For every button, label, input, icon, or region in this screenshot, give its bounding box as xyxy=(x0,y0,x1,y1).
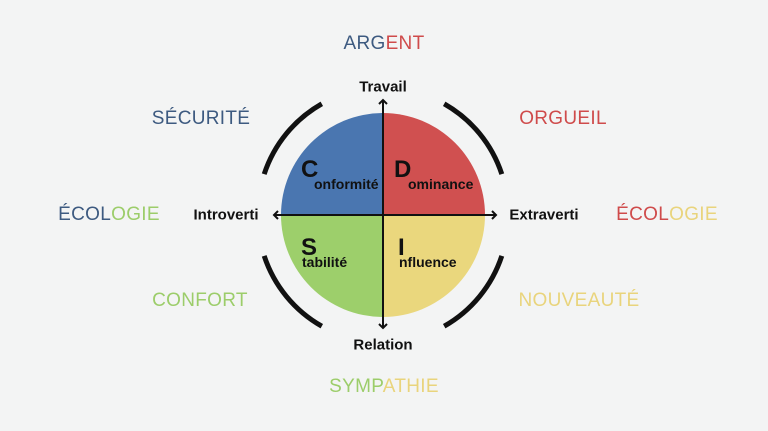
motivation-ecologie-right-part-1: ÉCOL xyxy=(616,204,670,225)
axis-label-travail: Travail xyxy=(359,78,407,96)
motivation-argent-part-2: ENT xyxy=(385,33,425,54)
quadrant-dominance-slice xyxy=(383,113,485,215)
motivation-confort: CONFORT xyxy=(152,290,248,312)
motivation-ecologie-left-part-2: OGIE xyxy=(111,204,160,225)
arc-top-left xyxy=(261,101,324,175)
motivation-sympathie: SYMPATHIE xyxy=(329,376,439,398)
quadrant-conformite-text: onformité xyxy=(314,176,379,192)
quadrant-conformite-letter: C xyxy=(301,156,319,183)
arc-bottom-right xyxy=(442,255,505,329)
motivation-nouveaute: NOUVEAUTÉ xyxy=(519,290,640,312)
motivation-confort-text: CONFORT xyxy=(152,290,248,311)
quadrant-influence-text: nfluence xyxy=(399,254,457,270)
quadrant-stabilite-text: tabilité xyxy=(302,254,348,270)
motivation-sympathie-part-2: ATHIE xyxy=(382,376,439,397)
motivation-orgueil: ORGUEIL xyxy=(519,108,607,130)
motivation-ecologie-left: ÉCOLOGIE xyxy=(58,204,160,226)
quadrant-dominance-letter: D xyxy=(394,156,412,183)
axis-label-introverti: Introverti xyxy=(193,206,259,224)
motivation-argent-part-1: ARG xyxy=(343,33,386,54)
quadrant-stabilite-slice xyxy=(281,215,383,317)
motivation-sympathie-part-1: SYMP xyxy=(329,376,383,397)
motivation-argent: ARGENT xyxy=(344,33,425,55)
quadrant-dominance-text: ominance xyxy=(408,176,474,192)
quadrant-conformite-slice xyxy=(281,113,383,215)
motivation-securite: SÉCURITÉ xyxy=(152,108,250,130)
motivation-ecologie-left-part-1: ÉCOL xyxy=(58,204,112,225)
motivation-ecologie-right: ÉCOLOGIE xyxy=(616,204,718,226)
motivation-securite-text: SÉCURITÉ xyxy=(151,108,251,129)
quadrant-stabilite-letter: S xyxy=(301,234,318,261)
axis-label-relation: Relation xyxy=(353,336,413,354)
motivation-orgueil-text: ORGUEIL xyxy=(519,108,607,129)
motivation-nouveaute-text: NOUVEAUTÉ xyxy=(518,290,640,311)
arc-top-right xyxy=(442,101,505,175)
motivation-ecologie-right-part-2: OGIE xyxy=(669,204,718,225)
axis-label-extraverti: Extraverti xyxy=(509,206,579,224)
quadrant-influence-letter: I xyxy=(398,234,405,261)
arc-bottom-left xyxy=(261,255,324,329)
quadrant-influence-slice xyxy=(383,215,485,317)
